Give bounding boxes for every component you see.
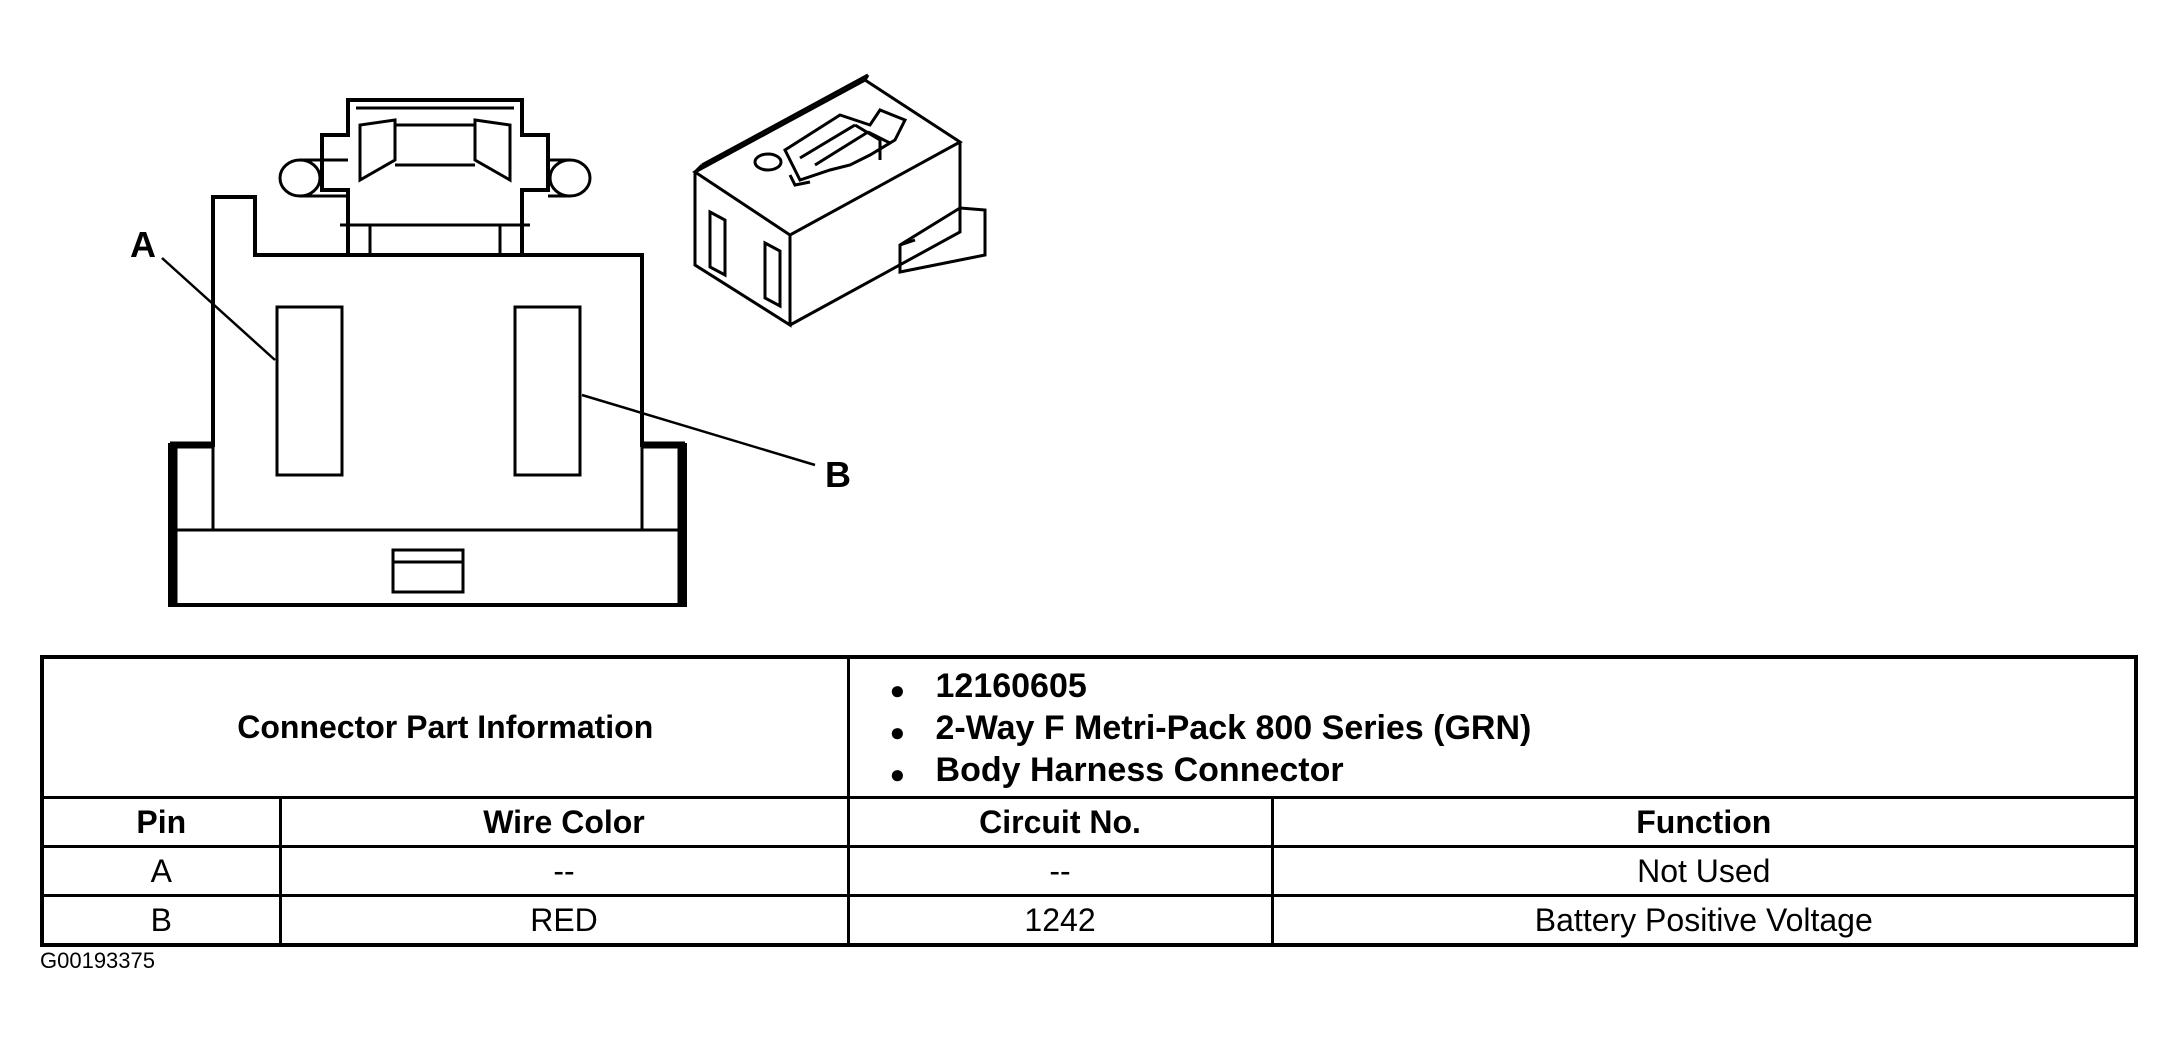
pin-b-label: B	[825, 454, 851, 495]
table-row: A -- -- Not Used	[40, 845, 2138, 897]
header-pin: Pin	[40, 796, 282, 848]
cell-function: Battery Positive Voltage	[1270, 894, 2138, 947]
table-header-row: Pin Wire Color Circuit No. Function	[40, 796, 2138, 848]
header-function: Function	[1270, 796, 2138, 848]
connector-diagram: A B	[130, 73, 987, 607]
connector-body	[168, 195, 687, 607]
bullet-icon: ●	[889, 758, 906, 789]
pin-a-label: A	[130, 224, 156, 265]
figure-id: G00193375	[40, 948, 155, 973]
table-row: B RED 1242 Battery Positive Voltage	[40, 894, 2138, 947]
pin-b-leader	[581, 393, 816, 467]
pin-a-leader	[161, 257, 276, 361]
pin-b-cavity	[513, 305, 582, 477]
cell-wire-color: RED	[278, 894, 850, 947]
part-info-cell: ●12160605 ●2-Way F Metri-Pack 800 Series…	[846, 655, 2138, 799]
part-info-list: ●12160605 ●2-Way F Metri-Pack 800 Series…	[850, 665, 2135, 791]
connector-info-table: Connector Part Information ●12160605 ●2-…	[40, 655, 2139, 947]
bullet-icon: ●	[889, 674, 906, 705]
connector-face-view	[161, 98, 816, 607]
latch-outline	[320, 98, 550, 257]
part-info-item: ●2-Way F Metri-Pack 800 Series (GRN)	[890, 707, 2135, 749]
part-info-label: Connector Part Information	[40, 655, 850, 799]
cell-wire-color: --	[278, 845, 850, 897]
part-info-item: ●12160605	[890, 665, 2135, 707]
lock-tab	[391, 548, 465, 594]
cell-function: Not Used	[1270, 845, 2138, 897]
cell-pin: B	[40, 894, 282, 947]
bullet-icon: ●	[889, 716, 906, 747]
cell-circuit: --	[846, 845, 1274, 897]
part-info-item: ●Body Harness Connector	[890, 749, 2135, 791]
cell-circuit: 1242	[846, 894, 1274, 947]
pin-a-cavity	[275, 305, 344, 477]
header-wire-color: Wire Color	[278, 796, 850, 848]
header-circuit: Circuit No.	[846, 796, 1274, 848]
connector-isometric-view	[692, 73, 987, 328]
cell-pin: A	[40, 845, 282, 897]
part-info-row: Connector Part Information ●12160605 ●2-…	[40, 655, 2138, 799]
